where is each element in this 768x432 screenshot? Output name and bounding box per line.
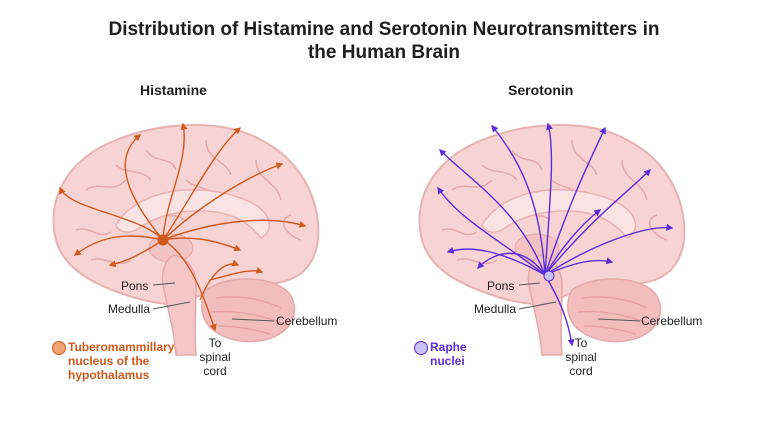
serotonin-spinal-label-2: spinal (565, 350, 596, 364)
serotonin-heading: Serotonin (508, 82, 574, 98)
histamine-spinal-label-3: cord (203, 364, 226, 378)
histamine-nucleus-marker (157, 234, 169, 246)
histamine-legend-line-3: hypothalamus (68, 368, 150, 382)
serotonin-legend-dot (414, 341, 428, 355)
serotonin-pons-label: Pons (487, 279, 514, 293)
histamine-pons-label: Pons (121, 279, 148, 293)
histamine-legend-dot (52, 341, 66, 355)
serotonin-leaders (518, 282, 641, 322)
serotonin-nucleus-marker (543, 270, 555, 282)
histamine-heading: Histamine (140, 82, 207, 98)
serotonin-medulla-label: Medulla (474, 302, 516, 316)
histamine-spinal-label-2: spinal (199, 350, 230, 364)
serotonin-spinal-label-1: To (575, 336, 588, 350)
histamine-spinal-label-1: To (209, 336, 222, 350)
histamine-leaders (152, 282, 275, 322)
histamine-legend-line-1: Tuberomammillary (68, 340, 175, 354)
serotonin-spinal-label-3: cord (569, 364, 592, 378)
serotonin-legend-line-1: Raphe (430, 340, 467, 354)
serotonin-cerebellum-label: Cerebellum (641, 314, 702, 328)
histamine-pathways (59, 122, 307, 332)
histamine-legend-line-2: nucleus of the (68, 354, 150, 368)
title-line-2: the Human Brain (307, 42, 461, 63)
serotonin-pathways (437, 122, 674, 347)
title-line-1: Distribution of Histamine and Serotonin … (108, 19, 660, 40)
serotonin-legend-line-2: nuclei (430, 354, 465, 368)
histamine-medulla-label: Medulla (108, 302, 150, 316)
diagram-title: Distribution of Histamine and Serotonin … (0, 18, 768, 64)
histamine-cerebellum-label: Cerebellum (276, 314, 337, 328)
